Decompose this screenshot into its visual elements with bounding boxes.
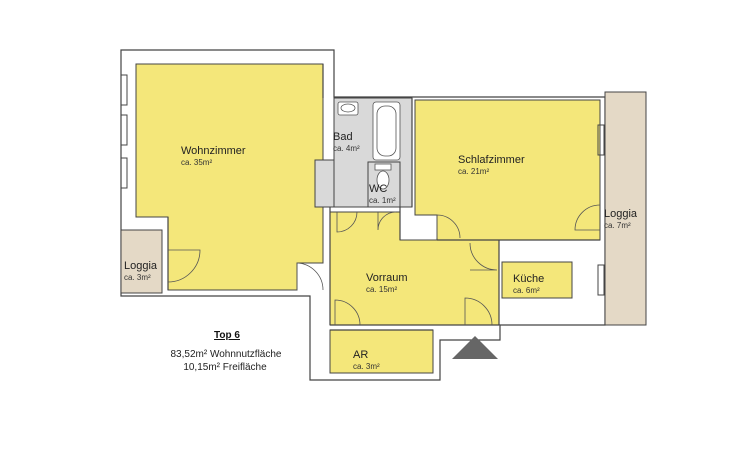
area-loggia-left: ca. 3m²	[124, 273, 151, 282]
doors	[167, 204, 601, 326]
label-loggia-left: Loggia	[124, 260, 158, 272]
label-bad: Bad	[333, 131, 353, 143]
label-kueche: Küche	[513, 273, 544, 285]
area-wohnzimmer: ca. 35m²	[181, 158, 212, 167]
area-ar: ca. 3m²	[353, 362, 380, 371]
area-loggia-right: ca. 7m²	[604, 221, 631, 230]
door-wc	[377, 211, 397, 231]
unit-title: Top 6	[214, 330, 240, 341]
label-loggia-right: Loggia	[604, 208, 638, 220]
label-ar: AR	[353, 349, 368, 361]
label-vorraum: Vorraum	[366, 272, 408, 284]
unit-wohnnutzflaeche: 83,52m² Wohnnutzfläche	[171, 349, 282, 360]
window-icon	[120, 157, 128, 189]
area-bad: ca. 4m²	[333, 144, 360, 153]
door-wohnzimmer-loggia	[167, 249, 201, 283]
entrance-arrow-icon	[452, 336, 498, 359]
area-wc: ca. 1m²	[369, 196, 396, 205]
area-vorraum: ca. 15m²	[366, 285, 397, 294]
toilet-icon	[374, 163, 392, 190]
room-schlafzimmer	[414, 99, 601, 241]
interior-walls	[167, 64, 600, 331]
unit-freiflaeche: 10,15m² Freifläche	[183, 362, 267, 373]
label-schlafzimmer: Schlafzimmer	[458, 154, 525, 166]
windows	[120, 74, 605, 296]
window-icon	[120, 74, 128, 106]
room-loggia-right	[604, 91, 647, 326]
room-ar	[329, 329, 434, 374]
door-kueche	[469, 242, 498, 271]
door-ar	[334, 299, 361, 326]
area-kueche: ca. 6m²	[513, 286, 540, 295]
window-icon	[120, 114, 128, 146]
bathtub-icon	[372, 101, 401, 161]
door-bad	[336, 211, 358, 233]
label-wc: WC	[369, 183, 387, 195]
sink-icon	[337, 101, 359, 116]
window-icon	[597, 124, 605, 156]
area-schlafzimmer: ca. 21m²	[458, 167, 489, 176]
door-schlafzimmer	[436, 214, 461, 239]
door-entrance	[464, 297, 493, 326]
door-wohnzimmer-vorraum	[296, 262, 324, 291]
window-icon	[597, 264, 605, 296]
room-loggia-left	[120, 229, 163, 294]
room-kueche	[501, 261, 573, 299]
label-wohnzimmer: Wohnzimmer	[181, 145, 246, 157]
door-loggia-right	[574, 204, 601, 231]
